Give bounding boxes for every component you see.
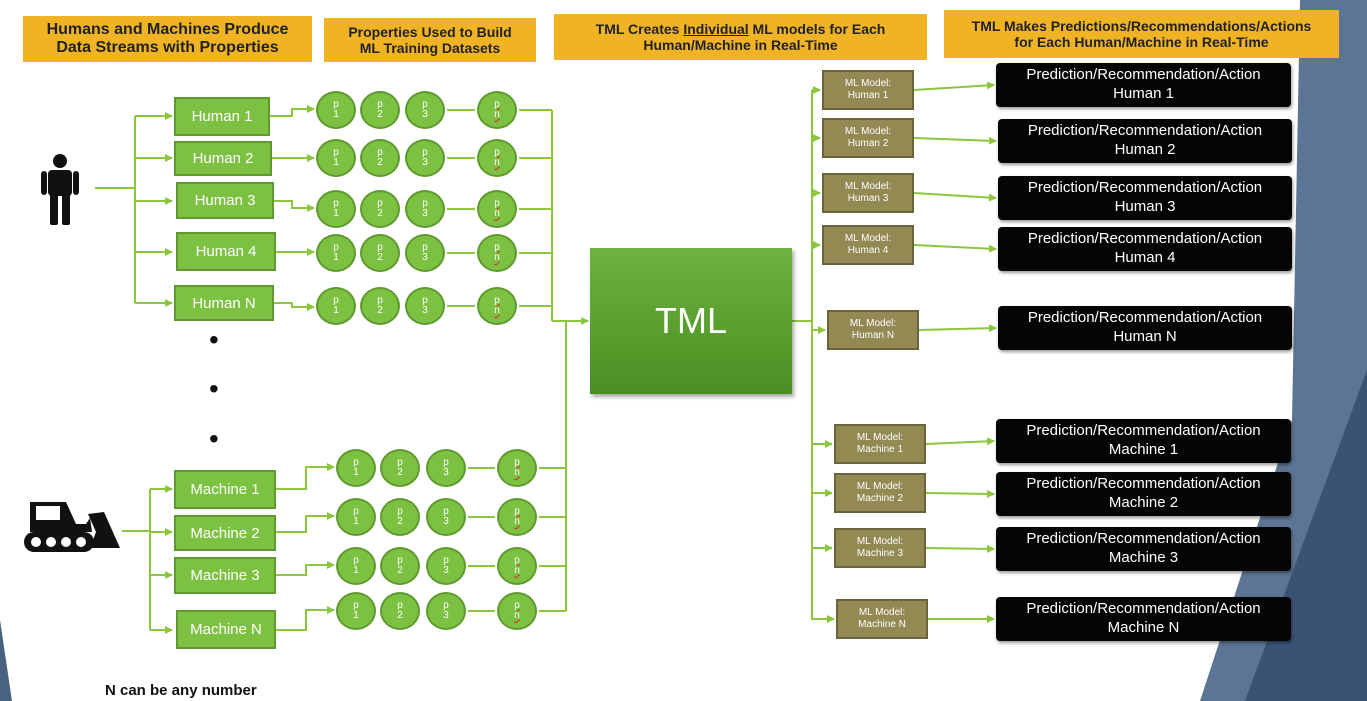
bulldozer-icon (24, 502, 120, 552)
prediction-arrow (913, 244, 997, 253)
prediction-arrow (925, 437, 995, 446)
source-machine-2: Machine 2 (174, 515, 276, 551)
ml-model-human-n: ML Model:Human N (827, 310, 919, 350)
ml-model-human-4: ML Model:Human 4 (822, 225, 914, 265)
source-machine-n: Machine N (176, 610, 276, 649)
ml-model-human-2: ML Model:Human 2 (822, 118, 914, 158)
header-models: TML Creates Individual ML models for Eac… (554, 14, 927, 60)
footnote: N can be any number (105, 682, 257, 699)
person-icon (41, 154, 79, 225)
source-human-4: Human 4 (176, 232, 276, 271)
stream-arrow (276, 561, 335, 576)
ml-model-machine-2: ML Model:Machine 2 (834, 473, 926, 513)
ml-model-machine-1: ML Model:Machine 1 (834, 424, 926, 464)
source-machine-1: Machine 1 (174, 470, 276, 509)
ml-model-machine-n: ML Model:Machine N (836, 599, 928, 639)
source-human-n: Human N (174, 285, 274, 321)
ellipsis-dot: • (209, 373, 219, 404)
stream-arrow (276, 606, 335, 631)
prediction-arrow (913, 192, 997, 202)
stream-arrow (276, 512, 335, 533)
prediction-arrow (913, 81, 995, 91)
header-predictions: TML Makes Predictions/Recommendations/Ac… (944, 10, 1339, 58)
prediction-arrow (925, 489, 995, 498)
ml-model-human-3: ML Model:Human 3 (822, 173, 914, 213)
ellipsis-dot: • (209, 324, 219, 355)
ellipsis-dot: • (209, 423, 219, 454)
stream-arrow (276, 463, 335, 490)
stream-arrow (274, 302, 315, 311)
ml-model-human-1: ML Model:Human 1 (822, 70, 914, 110)
source-human-3: Human 3 (176, 182, 274, 219)
stream-arrow (274, 200, 315, 212)
stream-arrow (270, 105, 315, 117)
prediction-arrow (918, 324, 997, 333)
tml-engine-box: TML (590, 248, 792, 394)
prediction-arrow (913, 136, 997, 145)
source-human-2: Human 2 (174, 141, 272, 176)
ml-model-machine-3: ML Model:Machine 3 (834, 528, 926, 568)
source-human-1: Human 1 (174, 97, 270, 136)
source-machine-3: Machine 3 (174, 557, 276, 594)
prediction-arrow (925, 544, 995, 553)
